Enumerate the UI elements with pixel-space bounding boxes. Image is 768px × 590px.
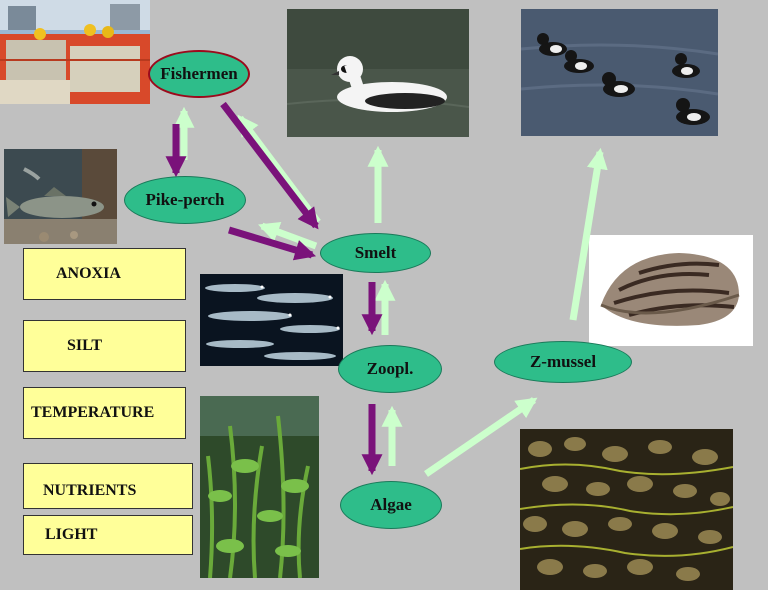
smelt-fish-photo [200,274,343,366]
arrow-pikeperch-to-smelt [227,226,317,261]
factor-light: LIGHT [23,515,193,555]
node-z-mussel: Z-mussel [494,341,632,383]
arrow-fishermen-to-smelt [220,101,319,230]
node-zoopl: Zoopl. [338,345,442,393]
factor-anoxia: ANOXIA [23,248,186,300]
node-smelt: Smelt [320,233,431,273]
factor-temperature: TEMPERATURE [23,387,186,439]
zebra-mussel-shell-photo [589,235,753,346]
mussel-colony-photo [520,429,733,590]
arrow-smelt-to-fishermen [237,114,321,225]
pike-perch-photo [4,149,117,244]
factor-nutrients: NUTRIENTS [23,463,193,509]
arrow-algae-to-zmussel [424,397,538,477]
node-fishermen: Fishermen [148,50,250,98]
tufted-ducks-photo [521,9,718,136]
fishing-catch-photo [0,0,150,104]
smew-duck-photo [287,9,469,137]
arrow-zmussel-to-ducks [569,147,608,321]
node-pike-perch: Pike-perch [124,176,246,224]
node-algae: Algae [340,481,442,529]
aquatic-plants-photo [200,396,319,578]
factor-silt: SILT [23,320,186,372]
